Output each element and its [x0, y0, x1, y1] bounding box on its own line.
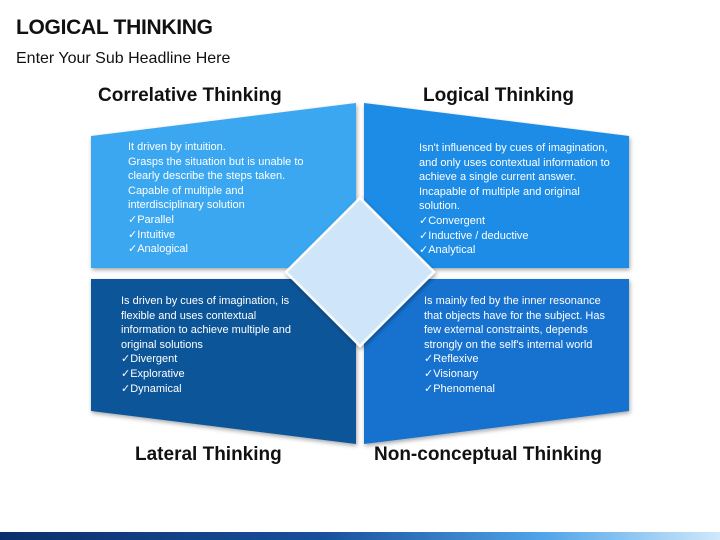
correlative-thinking-label: Correlative Thinking — [98, 85, 282, 106]
non-conceptual-thinking-label: Non-conceptual Thinking — [374, 444, 602, 465]
text-line: achieve a single current answer. — [419, 171, 577, 184]
text-line: ✓Phenomenal — [424, 382, 495, 395]
text-line: ✓Inductive / deductive — [419, 229, 529, 242]
text-line: information to achieve multiple and — [121, 324, 291, 337]
text-line: solution. — [419, 200, 460, 213]
text-line: ✓Analytical — [419, 244, 476, 257]
text-line: that objects have for the subject. Has — [424, 309, 605, 322]
center-diamond — [284, 196, 436, 348]
lateral-thinking-text: Is driven by cues of imagination, is flex… — [121, 294, 326, 396]
non-conceptual-thinking-text: Is mainly fed by the inner resonance that… — [424, 294, 629, 396]
text-line: Grasps the situation but is unable to — [128, 155, 304, 168]
text-line: ✓Explorative — [121, 367, 185, 380]
non-conceptual-thinking-panel — [364, 279, 629, 444]
lateral-thinking-panel — [91, 279, 356, 444]
footer-gradient-bar — [0, 532, 720, 540]
text-line: ✓Intuitive — [128, 228, 176, 241]
text-line: Isn't influenced by cues of imagination, — [419, 142, 608, 154]
slide-title: LOGICAL THINKING — [16, 16, 213, 39]
text-line: flexible and uses contextual — [121, 309, 257, 322]
text-line: original solutions — [121, 338, 203, 351]
text-line: few external constraints, depends — [424, 324, 588, 337]
text-line: ✓Visionary — [424, 367, 479, 380]
text-line: ✓Dynamical — [121, 382, 182, 395]
correlative-thinking-panel — [91, 103, 356, 268]
text-line: ✓Parallel — [128, 213, 174, 226]
slide-subtitle: Enter Your Sub Headline Here — [16, 50, 231, 67]
text-line: Incapable of multiple and original — [419, 185, 580, 198]
text-line: It driven by intuition. — [128, 141, 226, 153]
correlative-thinking-text: It driven by intuition. Grasps the situat… — [128, 140, 318, 257]
text-line: ✓Reflexive — [424, 353, 479, 366]
logical-thinking-label: Logical Thinking — [423, 85, 574, 106]
text-line: interdisciplinary solution — [128, 199, 245, 212]
text-line: and only uses contextual information to — [419, 156, 610, 169]
text-line: ✓Convergent — [419, 214, 486, 227]
text-line: Is driven by cues of imagination, is — [121, 295, 290, 307]
logical-thinking-text: Isn't influenced by cues of imagination,… — [419, 141, 629, 258]
lateral-thinking-label: Lateral Thinking — [135, 444, 282, 465]
text-line: Is mainly fed by the inner resonance — [424, 295, 601, 307]
text-line: ✓Divergent — [121, 353, 178, 366]
text-line: strongly on the self's internal world — [424, 338, 593, 351]
text-line: ✓Analogical — [128, 243, 188, 256]
text-line: Capable of multiple and — [128, 184, 244, 197]
logical-thinking-panel — [364, 103, 629, 268]
text-line: clearly describe the steps taken. — [128, 170, 286, 183]
